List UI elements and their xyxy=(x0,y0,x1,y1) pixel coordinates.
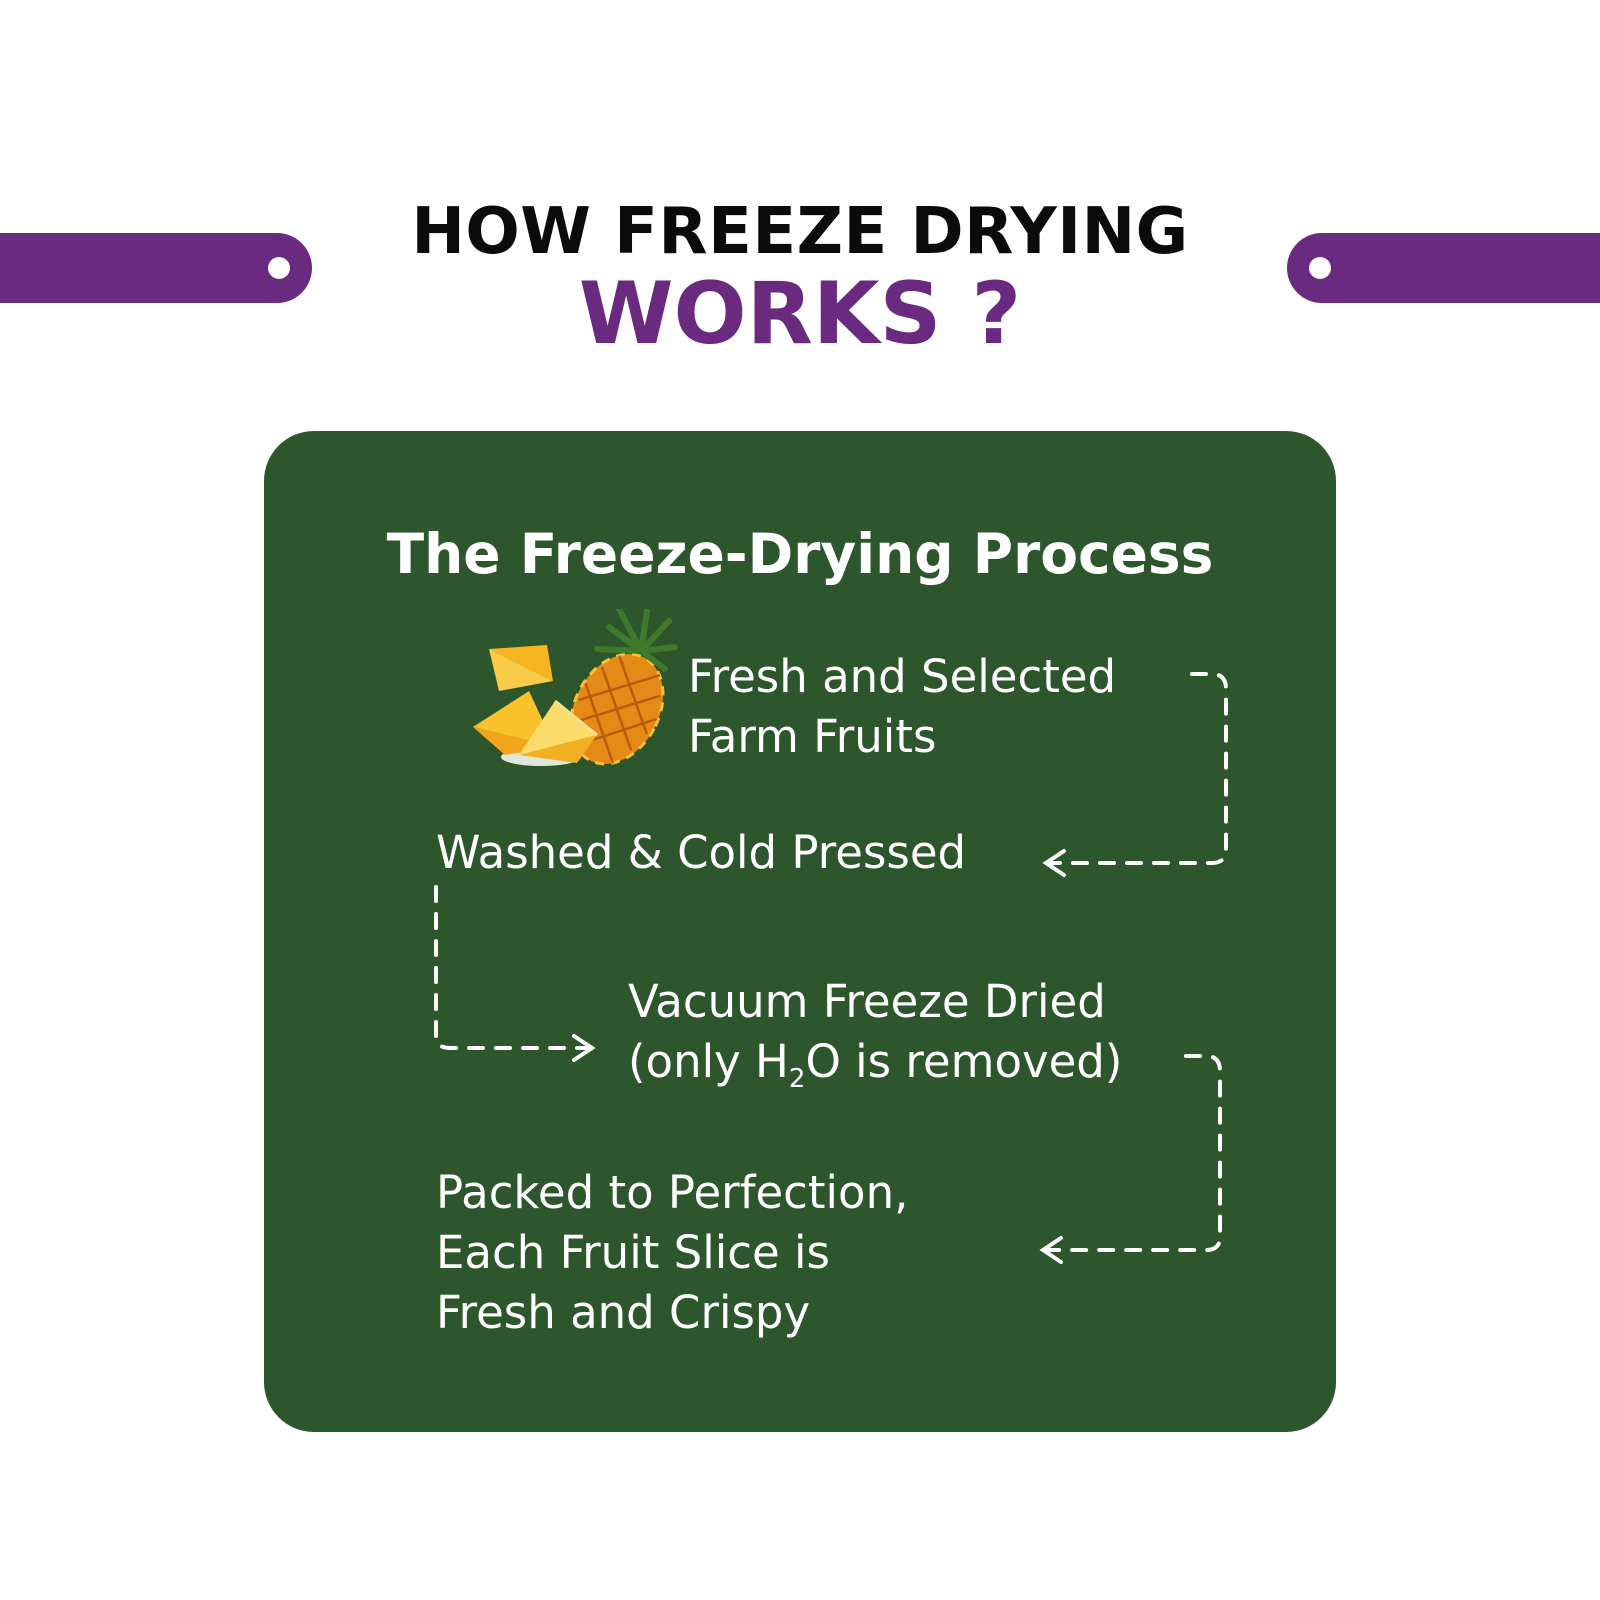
decor-bar-left xyxy=(0,233,312,303)
heading-line-1: HOW FREEZE DRYING xyxy=(411,195,1189,269)
step-packed: Packed to Perfection, Each Fruit Slice i… xyxy=(436,1163,908,1343)
heading-line-2: WORKS ? xyxy=(578,264,1022,364)
step-3-line-2-after: O is removed) xyxy=(805,1035,1123,1088)
step-1-line-2: Farm Fruits xyxy=(688,710,937,763)
step-3-line-2-before: (only H xyxy=(628,1035,789,1088)
bar-dot-right xyxy=(1309,257,1331,279)
pineapple-icon xyxy=(473,609,678,766)
arrow-head-icon xyxy=(1039,1236,1063,1264)
step-3-line-1: Vacuum Freeze Dried xyxy=(628,975,1106,1028)
step-washed-cold-pressed: Washed & Cold Pressed xyxy=(436,823,966,883)
process-card: The Freeze-Drying Process xyxy=(264,431,1336,1432)
arrow-head-icon xyxy=(572,1034,596,1062)
dashed-arrow-icon xyxy=(1044,1054,1222,1252)
dashed-arrow-icon xyxy=(434,885,588,1050)
step-fresh-fruits: Fresh and Selected Farm Fruits xyxy=(688,647,1116,767)
step-4-line-2: Each Fruit Slice is xyxy=(436,1226,830,1279)
step-3-subscript: 2 xyxy=(788,1064,806,1094)
bar-dot-left xyxy=(268,257,290,279)
step-vacuum-freeze-dried: Vacuum Freeze Dried (only H2O is removed… xyxy=(628,972,1122,1092)
step-1-line-1: Fresh and Selected xyxy=(688,650,1117,703)
process-flow-arrows xyxy=(434,672,1228,1264)
step-3-line-2: (only H2O is removed) xyxy=(628,1032,1122,1092)
dashed-arrow-icon xyxy=(1047,672,1228,865)
step-4-line-1: Packed to Perfection, xyxy=(436,1166,909,1219)
step-4-line-3: Fresh and Crispy xyxy=(436,1286,811,1339)
decor-bar-right xyxy=(1287,233,1600,303)
process-title: The Freeze-Drying Process xyxy=(386,522,1214,586)
step-2-line-1: Washed & Cold Pressed xyxy=(436,826,967,879)
arrow-head-icon xyxy=(1042,849,1066,877)
